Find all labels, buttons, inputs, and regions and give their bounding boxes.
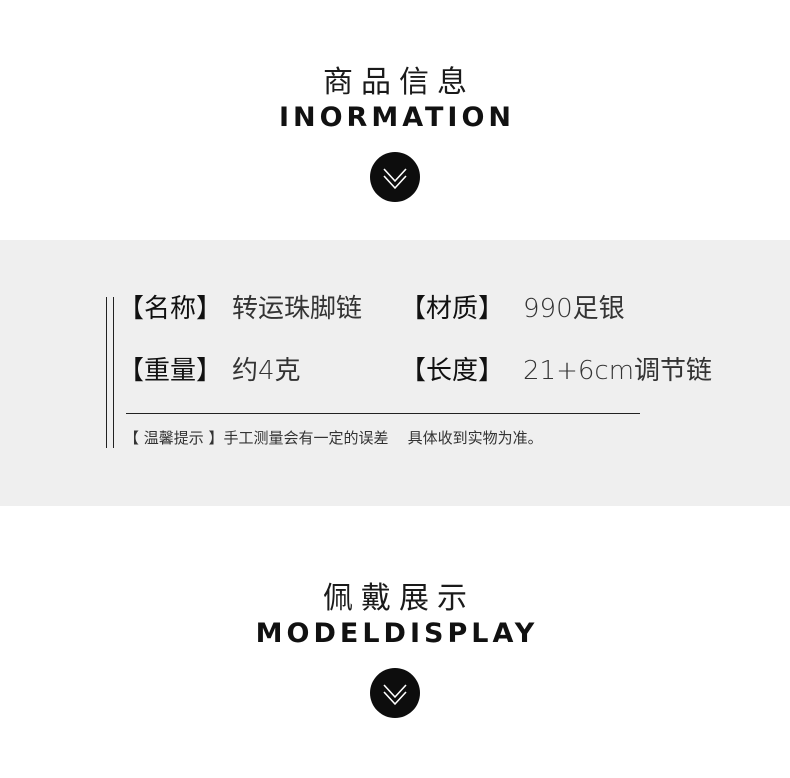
length-label: 【长度】 bbox=[400, 356, 505, 386]
double-chevron-down-icon bbox=[370, 668, 420, 718]
weight-value: 约4克 bbox=[232, 356, 301, 386]
length-value: 21+6cm调节链 bbox=[523, 356, 713, 386]
display-title-cn: 佩戴展示 bbox=[323, 581, 475, 616]
info-title-cn: 商品信息 bbox=[323, 65, 475, 100]
display-section-header: 佩戴展示 MODELDISPLAY bbox=[0, 582, 790, 718]
divider bbox=[126, 413, 640, 414]
material-value: 990足银 bbox=[523, 294, 625, 324]
material-label: 【材质】 bbox=[400, 294, 505, 324]
name-value: 转运珠脚链 bbox=[232, 294, 363, 324]
double-chevron-down-icon bbox=[370, 152, 420, 202]
product-info-panel: 【名称】 转运珠脚链 【材质】 990足银 【重量】 约4克 【长度】 21+6… bbox=[0, 240, 790, 506]
decorative-line bbox=[106, 297, 107, 448]
decorative-line bbox=[113, 297, 114, 448]
info-title-en: INORMATION bbox=[278, 102, 516, 133]
info-section-header: 商品信息 INORMATION bbox=[0, 66, 790, 202]
display-title-en: MODELDISPLAY bbox=[255, 618, 539, 649]
name-label: 【名称】 bbox=[118, 294, 223, 324]
weight-label: 【重量】 bbox=[118, 356, 223, 386]
tip-text: 【 温馨提示 】手工测量会有一定的误差 具体收到实物为准。 bbox=[124, 429, 543, 447]
